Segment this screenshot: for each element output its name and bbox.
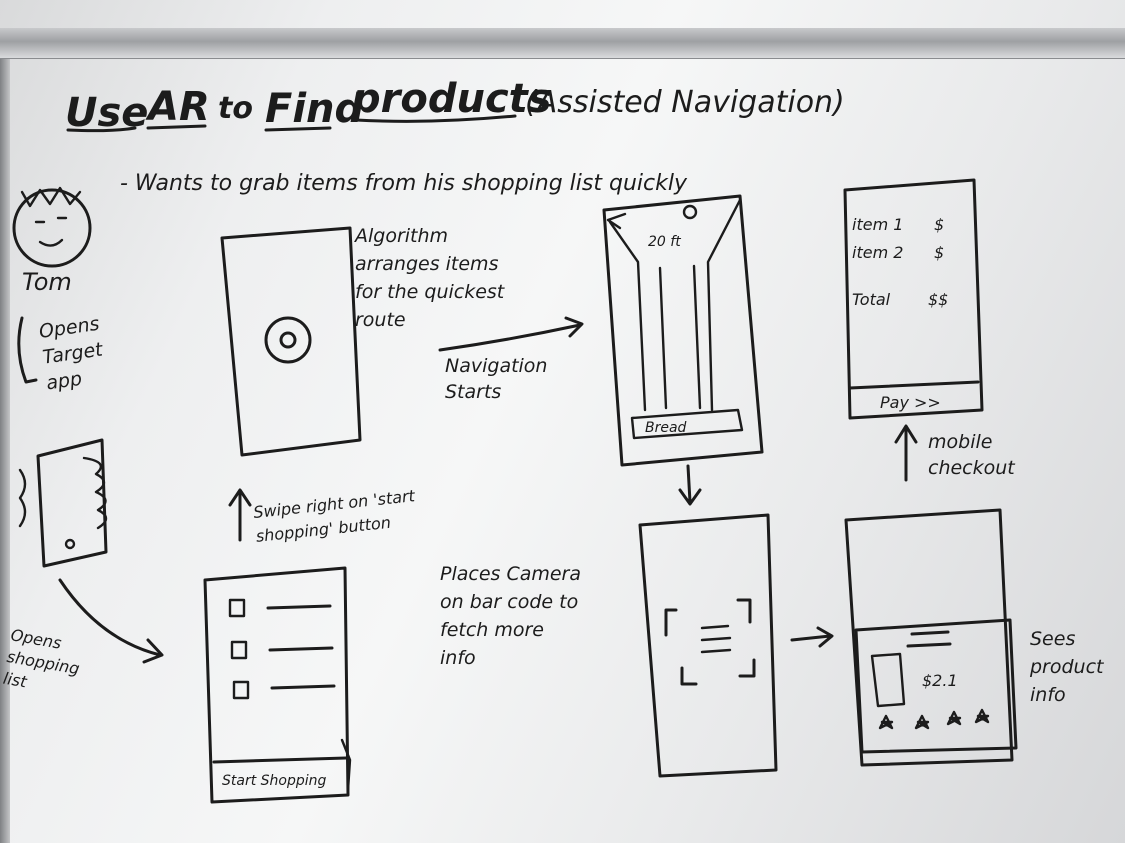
hand-fingers xyxy=(82,456,108,530)
navigation-arrow xyxy=(438,323,582,352)
product-image-box xyxy=(870,652,906,708)
aisle-inner-lines xyxy=(658,264,702,410)
hand-thumb xyxy=(18,468,27,528)
nav-distance: 20 ft xyxy=(648,234,681,250)
title-to: to xyxy=(218,91,253,126)
phone-outline xyxy=(36,438,108,568)
cart-item-1-price: $ xyxy=(934,215,944,234)
arrow-to-product xyxy=(790,626,834,648)
arrow-to-list-head xyxy=(142,638,164,664)
underline-find xyxy=(264,126,332,132)
persona-hair xyxy=(20,186,82,208)
list-button-divider xyxy=(212,756,348,764)
persona-face xyxy=(12,188,92,268)
navigation-arrow-head xyxy=(564,316,584,338)
nav-search-icon xyxy=(682,204,698,220)
swipe-arrow-head xyxy=(228,488,252,507)
board-frame-top xyxy=(0,28,1125,59)
screen-list-frame xyxy=(203,566,350,804)
list-checkbox-1 xyxy=(228,598,246,618)
phone-in-hand: Opensshoppinglist xyxy=(2,438,164,700)
list-line-3 xyxy=(270,684,336,690)
opens-app-bracket xyxy=(17,316,38,384)
scan-corner-bl xyxy=(680,666,698,686)
nav-item-card xyxy=(630,408,744,440)
nav-item-label: Bread xyxy=(645,420,687,436)
product-card xyxy=(854,618,1018,754)
screen-shopping-list: Start Shopping xyxy=(203,566,352,804)
arrow-to-checkout xyxy=(894,424,918,482)
product-title-lines xyxy=(906,630,952,648)
cart-item-1: item 1 xyxy=(852,215,903,234)
underline-ar xyxy=(146,124,207,130)
product-rating-stars xyxy=(878,708,990,730)
arrow-to-list xyxy=(58,578,162,657)
underline-use xyxy=(66,126,137,133)
opens-list-label: Opensshoppinglist xyxy=(2,625,85,700)
aisle-left-outer xyxy=(608,220,647,412)
scan-corner-tr xyxy=(736,598,752,624)
scan-corner-br xyxy=(738,658,756,678)
target-logo-outer xyxy=(264,316,312,364)
persona-name: Tom xyxy=(22,268,72,296)
target-logo-inner xyxy=(279,331,297,349)
cart-pay-button: Pay >> xyxy=(880,393,941,412)
scan-corner-tl xyxy=(664,608,678,637)
swipe-label: Swipe right on 'startshopping' button xyxy=(252,486,418,546)
arrow-to-scan xyxy=(678,464,702,506)
aisle-right-outer xyxy=(706,198,742,412)
title-ar: AR xyxy=(145,84,210,130)
list-line-2 xyxy=(268,646,334,652)
title-products: products xyxy=(351,76,552,122)
screen-scan-frame xyxy=(638,513,778,778)
title-find: Find xyxy=(265,86,364,132)
screen-ar-navigation: 20 ft Bread xyxy=(602,194,764,467)
board-frame-left xyxy=(0,28,10,843)
screen-app-home-frame xyxy=(220,226,362,457)
screen-nav-frame xyxy=(602,194,764,467)
cart-total-value: $$ xyxy=(928,290,948,309)
cart-item-2: item 2 xyxy=(852,243,903,262)
barcode-lines xyxy=(700,624,732,654)
list-checkbox-2 xyxy=(230,640,248,660)
swipe-arrow-group: Swipe right on 'startshopping' button xyxy=(228,486,418,546)
title-subtitle: (Assisted Navigation) xyxy=(525,85,845,120)
phone-home-button xyxy=(64,538,76,550)
list-checkbox-3 xyxy=(232,680,250,700)
cart-item-2-price: $ xyxy=(934,243,944,262)
start-shopping-button: Start Shopping xyxy=(222,773,327,789)
cart-pay-divider xyxy=(848,380,980,390)
persona-group: Tom - Wants to grab items from his shopp… xyxy=(12,171,688,296)
cart-total-label: Total xyxy=(852,290,891,309)
persona-smile xyxy=(38,238,64,247)
underline-products xyxy=(354,114,517,123)
persona-goal: - Wants to grab items from his shopping … xyxy=(120,171,688,196)
opens-app-group: OpensTargetapp xyxy=(17,313,110,395)
title-group: Use AR to Find products (Assisted Naviga… xyxy=(65,76,845,136)
opens-app-label: OpensTargetapp xyxy=(38,313,110,395)
product-price: $2.1 xyxy=(922,671,958,690)
list-line-1 xyxy=(266,604,332,610)
persona-eyes xyxy=(34,216,68,224)
screen-cart: item 1 $ item 2 $ Total $$ Pay >> xyxy=(843,178,984,420)
screen-cart-frame xyxy=(843,178,984,420)
screen-product-frame xyxy=(844,508,1014,767)
swipe-mark xyxy=(340,738,352,792)
